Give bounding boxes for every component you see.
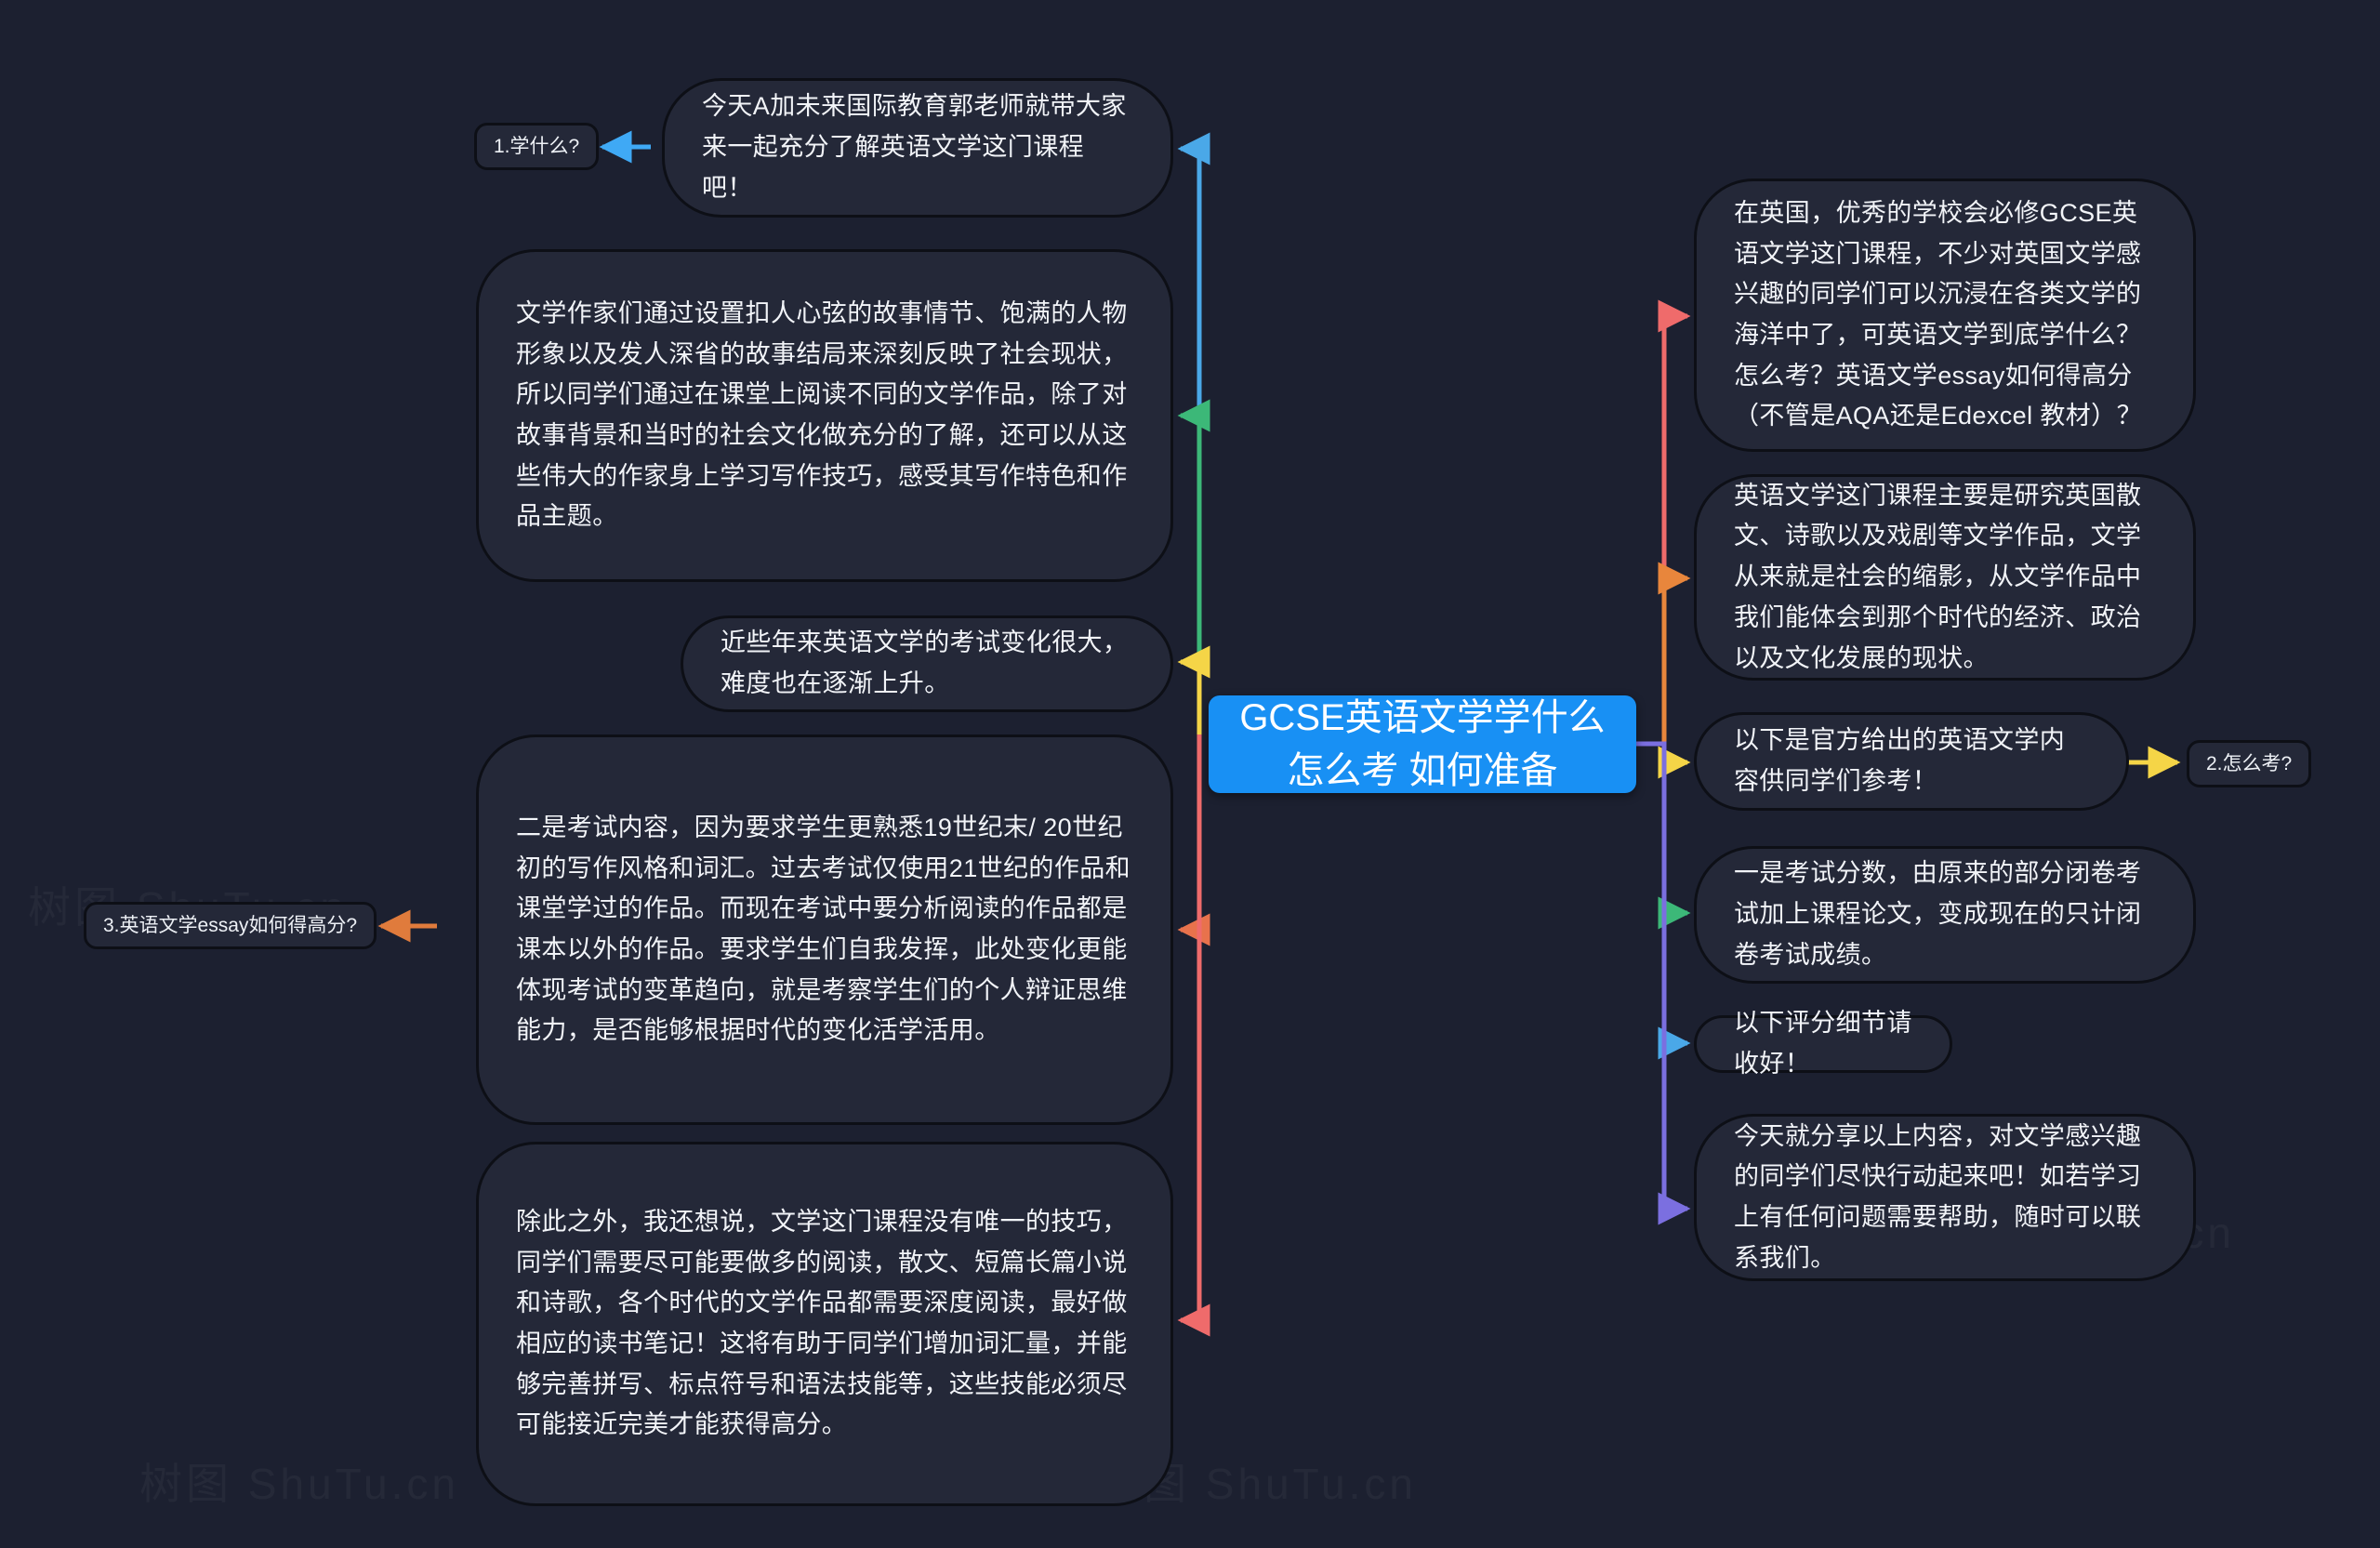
- left-branch-node-1[interactable]: 今天A加未来国际教育郭老师就带大家来一起充分了解英语文学这门课程吧！: [662, 78, 1173, 218]
- left-branch-text-5: 除此之外，我还想说，文学这门课程没有唯一的技巧，同学们需要尽可能要做多的阅读，散…: [516, 1207, 1128, 1439]
- left-branch-node-4[interactable]: 二是考试内容，因为要求学生更熟悉19世纪末/ 20世纪初的写作风格和词汇。过去考…: [476, 734, 1173, 1125]
- left-branch-text-2: 文学作家们通过设置扣人心弦的故事情节、饱满的人物形象以及发人深省的故事结局来深刻…: [516, 298, 1128, 531]
- watermark: 树图 ShuTu.cn: [139, 1450, 459, 1512]
- left-branch-text-4: 二是考试内容，因为要求学生更熟悉19世纪末/ 20世纪初的写作风格和词汇。过去考…: [516, 813, 1131, 1045]
- left-branch-node-5[interactable]: 除此之外，我还想说，文学这门课程没有唯一的技巧，同学们需要尽可能要做多的阅读，散…: [476, 1142, 1173, 1506]
- tag-essay-high-score[interactable]: 3.英语文学essay如何得高分?: [84, 902, 377, 950]
- right-branch-node-1[interactable]: 在英国，优秀的学校会必修GCSE英语文学这门课程，不少对英国文学感兴趣的同学们可…: [1694, 179, 2196, 452]
- tag-label: 3.英语文学essay如何得高分?: [103, 915, 358, 936]
- right-branch-text-1: 在英国，优秀的学校会必修GCSE英语文学这门课程，不少对英国文学感兴趣的同学们可…: [1734, 198, 2142, 430]
- tag-how-to-test[interactable]: 2.怎么考?: [2187, 740, 2312, 788]
- right-branch-text-4: 一是考试分数，由原来的部分闭卷考试加上课程论文，变成现在的只计闭卷考试成绩。: [1734, 859, 2142, 969]
- right-branch-node-2[interactable]: 英语文学这门课程主要是研究英国散文、诗歌以及戏剧等文学作品，文学从来就是社会的缩…: [1694, 474, 2196, 681]
- left-branch-node-3[interactable]: 近些年来英语文学的考试变化很大，难度也在逐渐上升。: [681, 615, 1173, 712]
- right-branch-text-6: 今天就分享以上内容，对文学感兴趣的同学们尽快行动起来吧！如若学习上有任何问题需要…: [1734, 1121, 2142, 1272]
- left-branch-node-2[interactable]: 文学作家们通过设置扣人心弦的故事情节、饱满的人物形象以及发人深省的故事结局来深刻…: [476, 249, 1173, 582]
- root-node[interactable]: GCSE英语文学学什么 怎么考 如何准备: [1209, 695, 1636, 793]
- tag-label: 2.怎么考?: [2206, 753, 2293, 774]
- tag-what-to-learn[interactable]: 1.学什么?: [474, 123, 600, 171]
- root-node-label: GCSE英语文学学什么 怎么考 如何准备: [1239, 696, 1606, 791]
- right-branch-text-5: 以下评分细节请收好！: [1734, 1009, 1912, 1078]
- right-branch-text-3: 以下是官方给出的英语文学内容供同学们参考！: [1734, 726, 2066, 795]
- right-branch-text-2: 英语文学这门课程主要是研究英国散文、诗歌以及戏剧等文学作品，文学从来就是社会的缩…: [1734, 481, 2142, 672]
- right-branch-node-5[interactable]: 以下评分细节请收好！: [1694, 1009, 1952, 1078]
- right-branch-node-3[interactable]: 以下是官方给出的英语文学内容供同学们参考！: [1694, 712, 2129, 811]
- left-branch-text-1: 今天A加未来国际教育郭老师就带大家来一起充分了解英语文学这门课程吧！: [702, 92, 1127, 202]
- right-branch-node-6[interactable]: 今天就分享以上内容，对文学感兴趣的同学们尽快行动起来吧！如若学习上有任何问题需要…: [1694, 1114, 2196, 1281]
- tag-label: 1.学什么?: [494, 136, 580, 157]
- left-branch-text-3: 近些年来英语文学的考试变化很大，难度也在逐渐上升。: [721, 628, 1129, 697]
- right-branch-node-4[interactable]: 一是考试分数，由原来的部分闭卷考试加上课程论文，变成现在的只计闭卷考试成绩。: [1694, 846, 2196, 984]
